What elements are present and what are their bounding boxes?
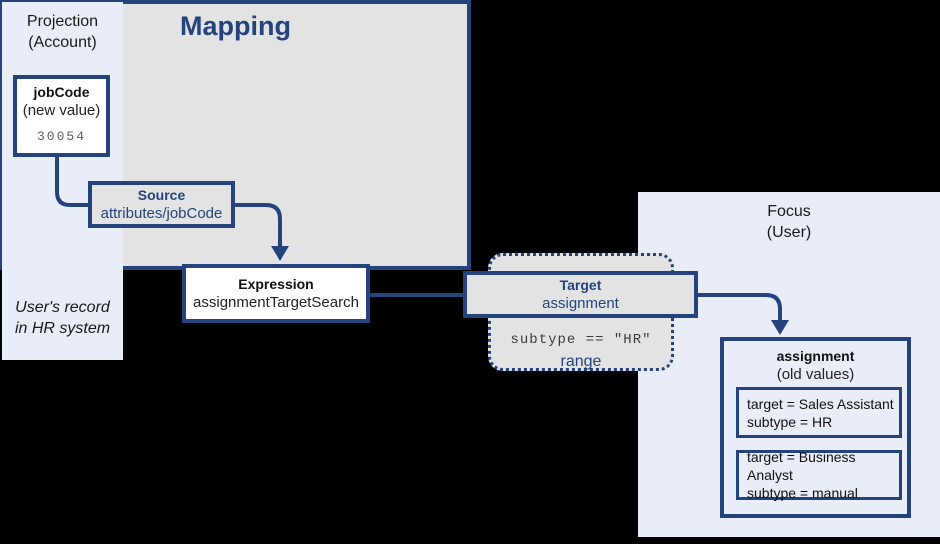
assignment-value-line: target = Business Analyst [747,449,856,483]
source-box: Source attributes/jobCode [88,181,235,228]
jobcode-subtitle: (new value) [22,102,101,119]
projection-title-line1: Projection [26,13,99,30]
expression-subtitle: assignmentTargetSearch [193,294,359,311]
jobcode-value: 30054 [36,129,86,144]
mapping-title: Mapping [180,11,291,41]
target-title: Target [559,276,602,293]
hr-system-note: User's record in HR system [2,297,123,339]
projection-title-line2: (Account) [28,34,97,51]
projection-panel-title: Projection (Account) [2,2,123,53]
focus-panel-title: Focus (User) [638,192,940,243]
focus-title-line1: Focus [767,203,811,220]
expression-title: Expression [238,276,314,292]
assignment-title: assignment [776,348,855,364]
range-label: range [560,353,602,370]
hr-note-line2: in HR system [14,320,111,337]
range-condition: subtype == "HR" [510,332,652,348]
source-subtitle: attributes/jobCode [100,204,223,222]
assignment-value-box: target = Business Analyst subtype = manu… [736,449,902,501]
expression-box: Expression assignmentTargetSearch [182,264,370,323]
assignment-subtitle: (old values) [776,366,855,383]
jobcode-box: jobCode (new value) 30054 [13,75,110,157]
assignment-box: assignment (old values) target = Sales A… [720,337,911,518]
assignment-value-line: subtype = HR [747,413,833,430]
target-subtitle: assignment [542,294,619,312]
hr-note-line1: User's record [15,299,110,316]
assignment-value-line: target = Sales Assistant [747,395,894,412]
target-box: Target assignment [463,271,698,318]
assignment-value-box: target = Sales Assistant subtype = HR [736,387,902,438]
focus-title-line2: (User) [766,224,812,241]
assignment-value-line: subtype = manual [747,485,858,501]
jobcode-title: jobCode [33,84,90,100]
source-title: Source [137,186,186,203]
